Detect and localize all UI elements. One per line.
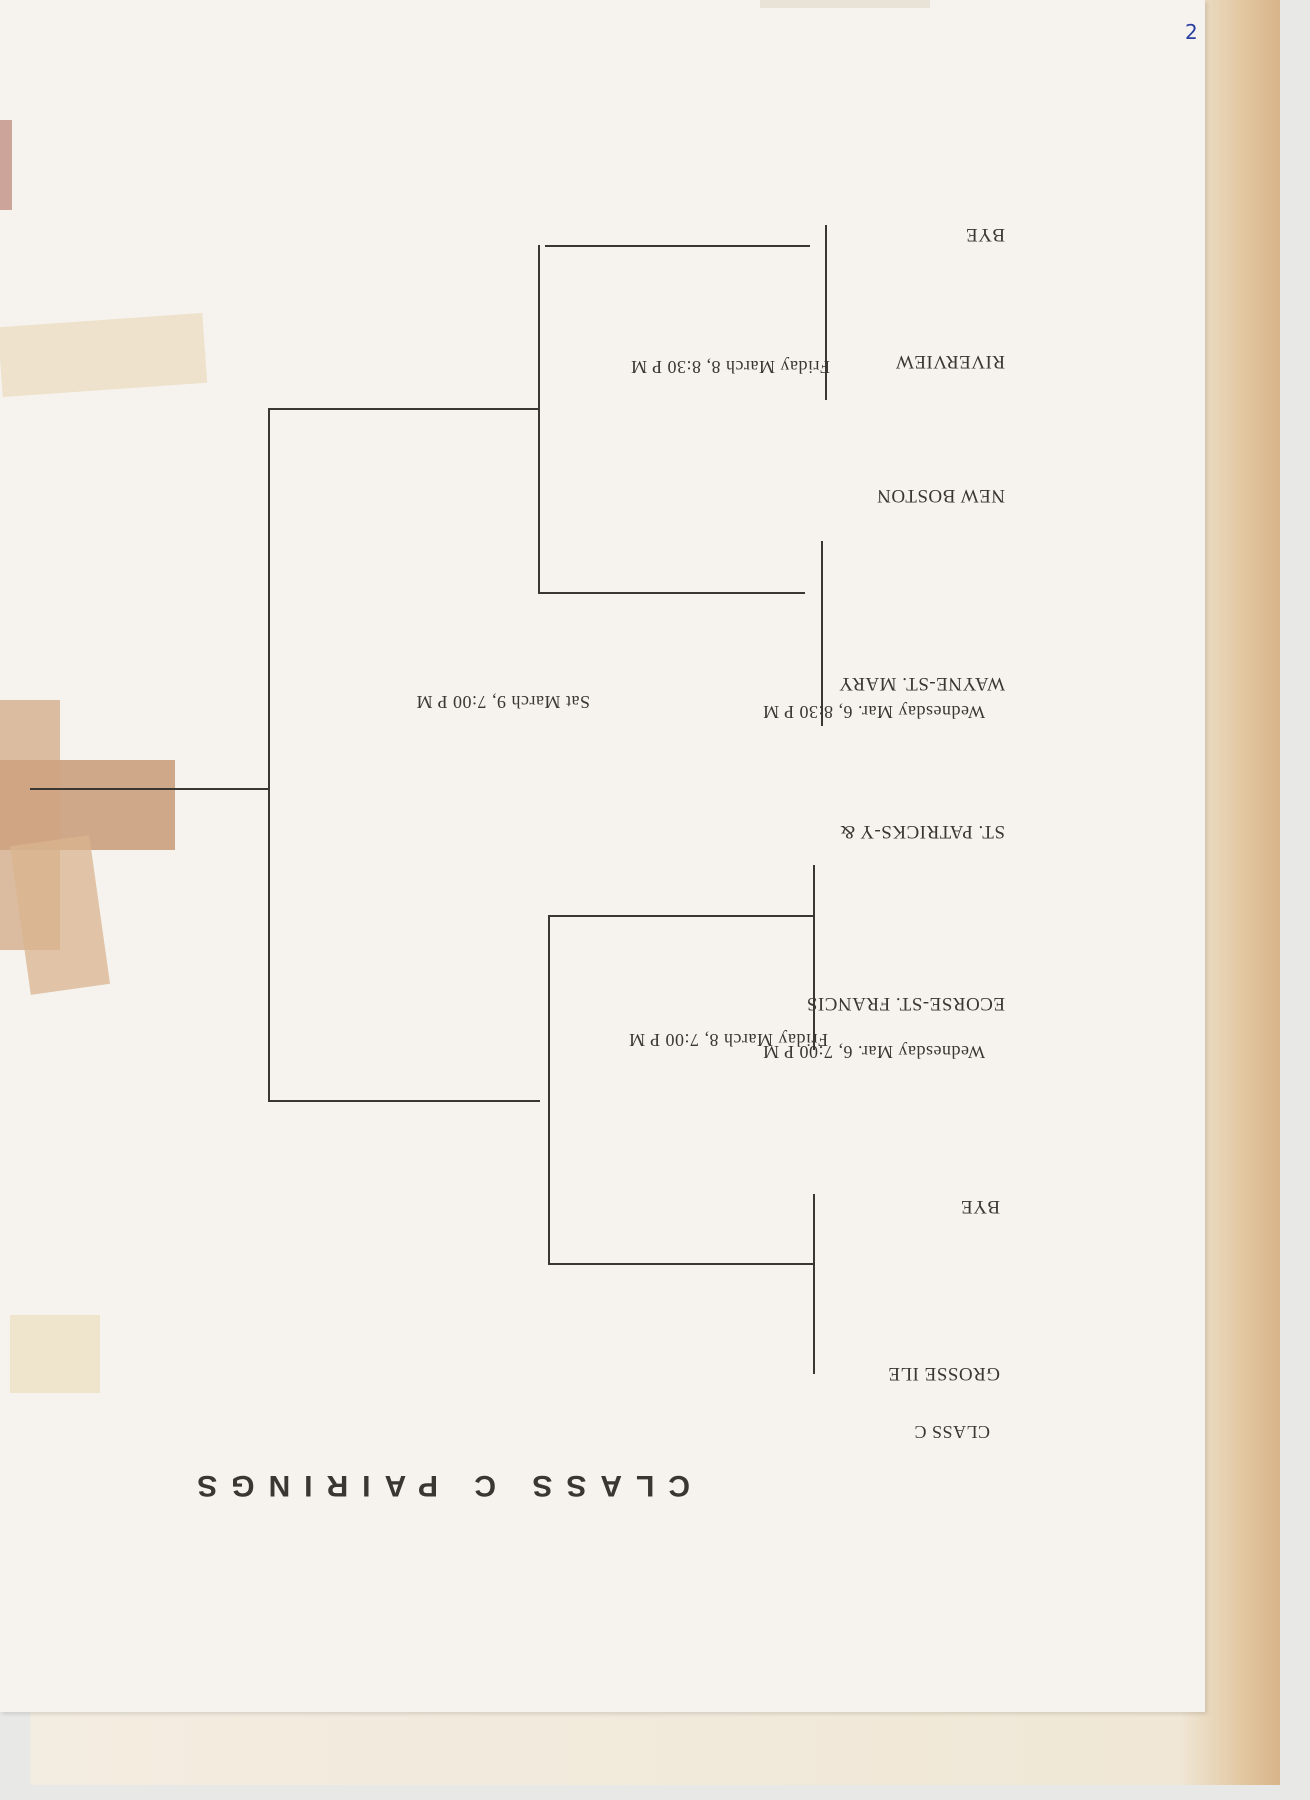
- tape-light-lower: [10, 1315, 100, 1393]
- bracket-line: [538, 245, 540, 594]
- team-st-patricks: ST. PATRICKS-Y &: [839, 821, 1005, 842]
- bracket-line-champion: [30, 788, 270, 790]
- game-time-sf-2: Friday March 8, 8:30 P M: [630, 357, 830, 377]
- bracket-line: [550, 1263, 815, 1265]
- game-time-final: Sat March 9, 7:00 P M: [416, 692, 590, 712]
- bracket-line: [540, 592, 805, 594]
- bracket-line: [545, 245, 810, 247]
- edge-stain-top: [0, 120, 12, 210]
- bracket-line: [270, 1100, 540, 1102]
- bracket-line: [550, 915, 815, 917]
- bracket-line: [813, 865, 815, 1050]
- top-sheet-edge: [760, 0, 930, 8]
- class-label: CLASS C: [913, 1422, 990, 1442]
- team-wayne-st-mary: WAYNE-ST. MARY: [838, 673, 1005, 694]
- bracket-line: [825, 225, 827, 400]
- team-new-boston: NEW BOSTON: [876, 485, 1005, 506]
- bracket-line: [821, 541, 823, 726]
- bracket-line: [813, 1194, 815, 1374]
- upside-down-bracket: CLASS C PAIRINGS CLASS C GROSSE ILE BYE …: [30, 224, 1006, 1502]
- page-title: CLASS C PAIRINGS: [183, 1469, 690, 1502]
- team-ecorse-st-francis: ECORSE-ST. FRANCIS: [806, 993, 1005, 1014]
- team-grosse-ile: GROSSE ILE: [887, 1363, 1000, 1384]
- team-bye-2: BYE: [965, 224, 1006, 245]
- bracket-line: [268, 408, 538, 410]
- team-riverview: RIVERVIEW: [895, 351, 1005, 372]
- bracket-line: [548, 915, 550, 1265]
- game-time-sf-1: Friday March 8, 7:00 P M: [628, 1030, 828, 1050]
- game-time-r1-2: Wednesday Mar. 6, 8:30 P M: [762, 702, 985, 722]
- document-page: 2 CLASS C PAIRINGS CLASS C GROSSE ILE BY…: [0, 0, 1205, 1712]
- page-number-mark: 2: [1185, 20, 1198, 44]
- team-bye-1: BYE: [960, 1196, 1001, 1217]
- bracket-line: [268, 408, 270, 1102]
